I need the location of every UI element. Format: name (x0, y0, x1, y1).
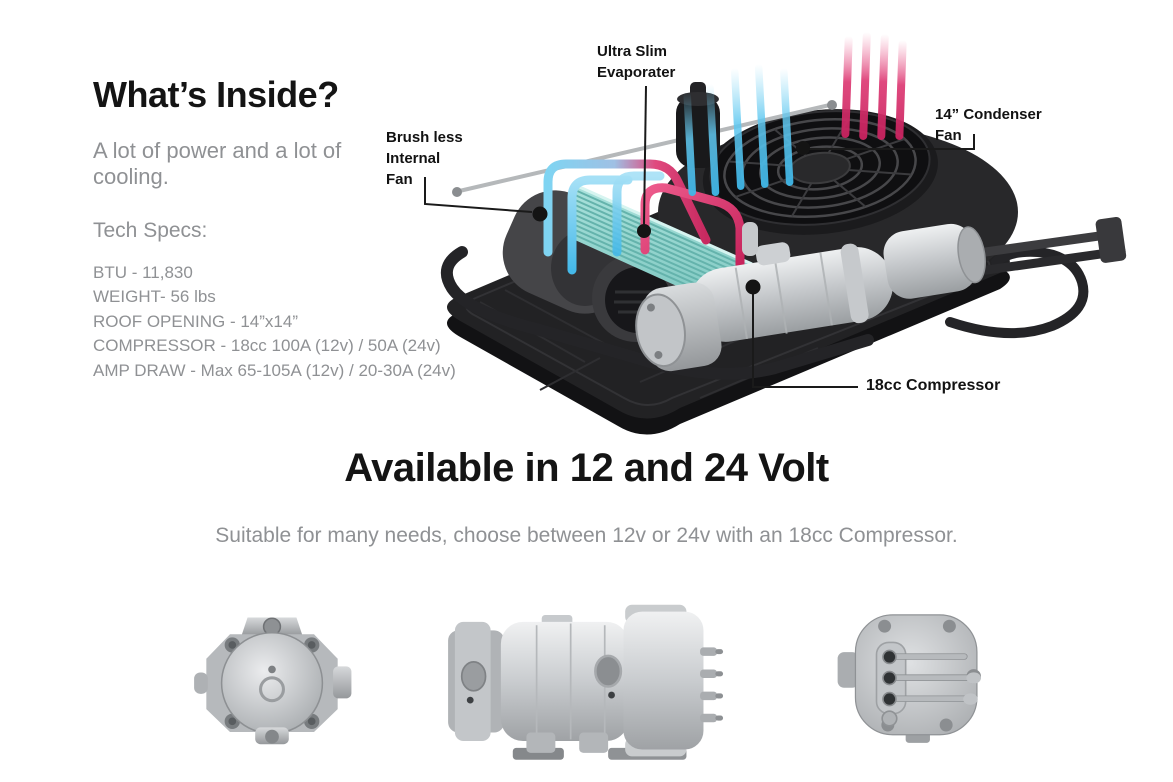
spec-item-btu: BTU - 11,830 (93, 262, 193, 282)
availability-subtitle: Suitable for many needs, choose between … (215, 524, 958, 547)
callout-dots (532, 141, 810, 295)
hose-right (945, 246, 1089, 339)
compressor-back-view-image (837, 614, 981, 743)
callout-label-internal-fan: Brush less Internal Fan (386, 127, 463, 190)
compressor-side-view-image (448, 604, 724, 760)
spec-list: BTU - 11,830 WEIGHT- 56 lbs ROOF OPENING… (93, 261, 456, 384)
spec-item-compressor: COMPRESSOR - 18cc 100A (12v) / 50A (24v) (93, 336, 441, 356)
tech-specs-label: Tech Specs: (93, 218, 208, 242)
hot-airflow-streaks (841, 32, 907, 140)
callout-evaporator-line2: Evaporater (597, 64, 676, 81)
callout-label-compressor: 18cc Compressor (866, 375, 1000, 396)
callout-internal-fan-line1: Brush less (386, 129, 463, 146)
cold-to-hot-tube (543, 159, 711, 257)
compressor-front-view-image (194, 617, 352, 745)
spec-item-amp-draw: AMP DRAW - Max 65-105A (12v) / 20-30A (2… (93, 360, 456, 380)
callout-label-evaporator: Ultra Slim Evaporater (597, 41, 675, 83)
page-title: What’s Inside? (93, 74, 339, 115)
internal-fan-dot (532, 206, 548, 222)
callout-label-condenser-fan: 14” Condenser Fan (935, 104, 1042, 146)
cold-tube-tall (612, 171, 665, 257)
compressor-dot (745, 279, 761, 295)
compressor-leader-line (752, 294, 858, 388)
callout-condenser-line1: 14” Condenser (935, 106, 1042, 123)
evaporator-leader-line (643, 85, 647, 225)
callout-compressor-line1: 18cc Compressor (866, 377, 1001, 394)
callout-internal-fan-line2: Internal (386, 150, 441, 167)
condenser-fan-leader-line (808, 134, 975, 150)
hero-text-block: What’s Inside? A lot of power and a lot … (93, 74, 456, 384)
ac-unit-diagram (424, 32, 1127, 435)
callout-internal-fan-line3: Fan (386, 171, 413, 188)
internal-fan-leader-line (424, 177, 533, 213)
callout-evaporator-line1: Ultra Slim (597, 43, 668, 60)
mounting-rails (948, 216, 1127, 279)
spec-item-weight: WEIGHT- 56 lbs (93, 287, 216, 307)
condenser-fan-dot (796, 141, 810, 155)
compressor-graphic (635, 223, 986, 372)
hero-subtitle: A lot of power and a lot of cooling. (93, 138, 342, 190)
evaporator-dot (637, 224, 651, 238)
callout-leaders (424, 85, 975, 388)
availability-title: Available in 12 and 24 Volt (344, 446, 829, 490)
cold-tube (567, 175, 633, 275)
spec-item-roof-opening: ROOF OPENING - 14”x14” (93, 311, 298, 331)
compressor-fitting (742, 222, 758, 256)
callout-condenser-line2: Fan (935, 127, 962, 144)
cold-airflow-streaks (683, 64, 794, 196)
hose-front (440, 246, 874, 380)
